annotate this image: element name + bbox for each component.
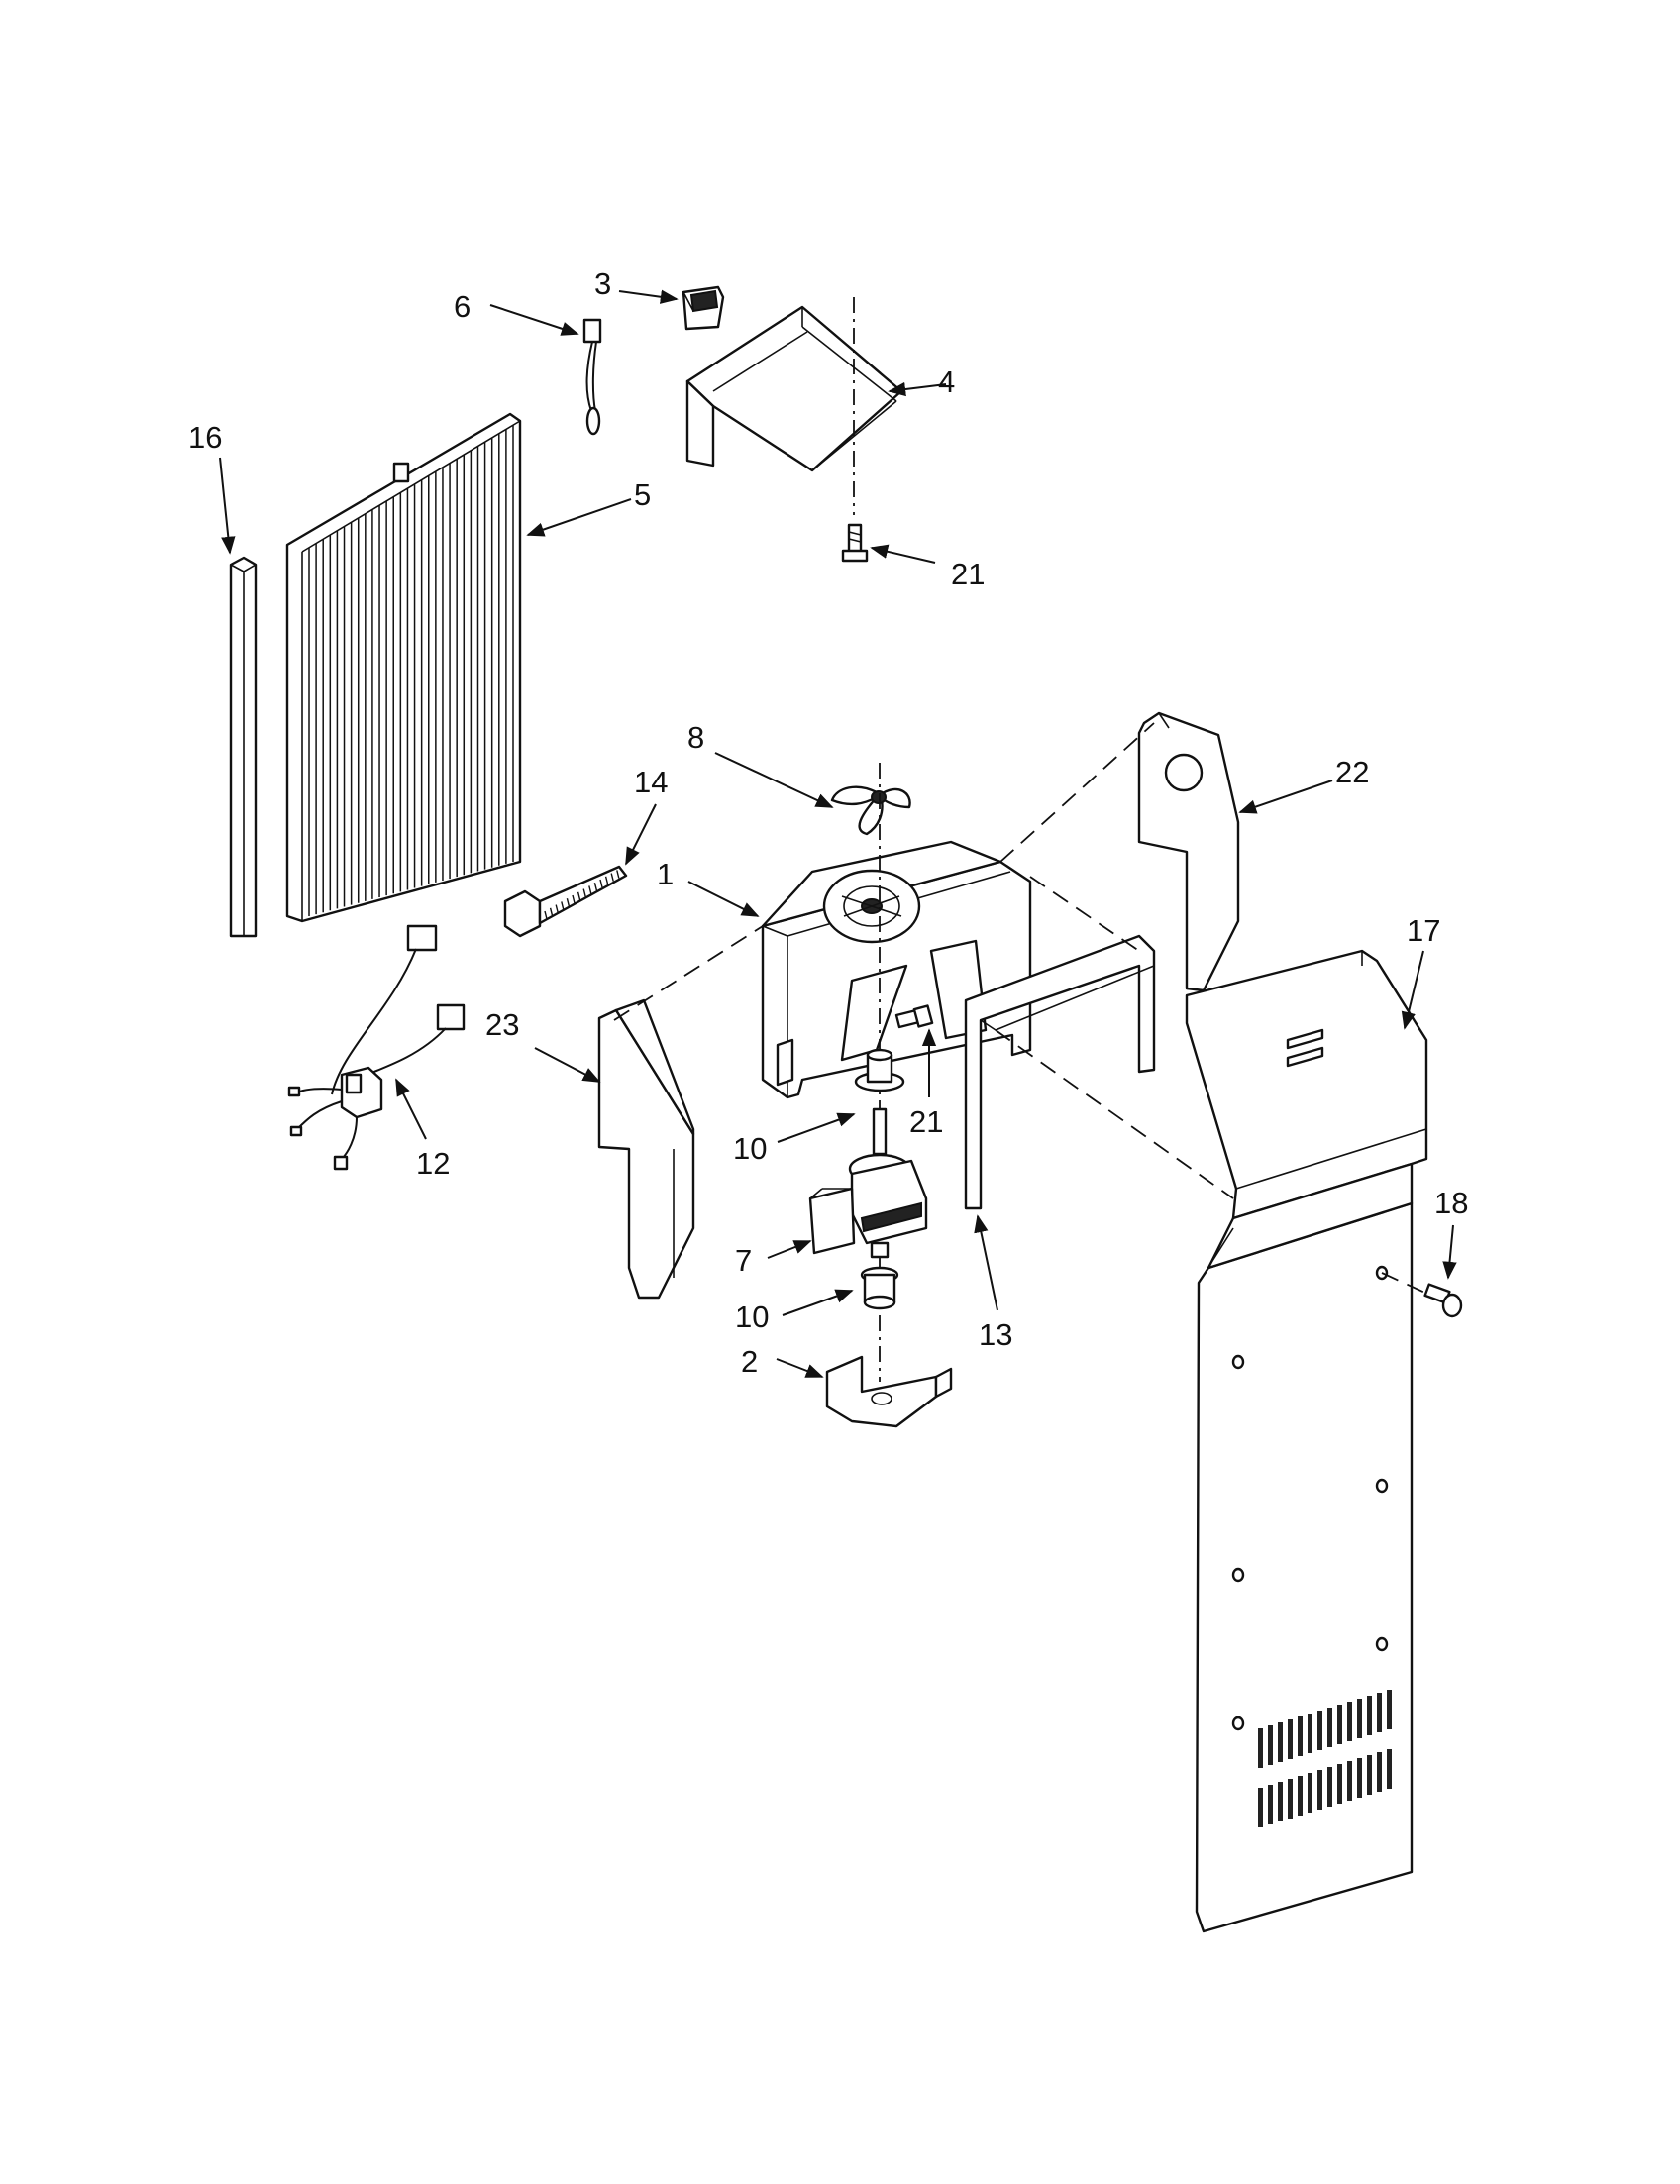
part-2-motor-bracket <box>825 1355 953 1428</box>
heater-tick <box>577 891 581 900</box>
vent-slot <box>1308 1773 1312 1813</box>
heater-tick <box>549 907 554 916</box>
callout-21-mid: 21 <box>909 1104 943 1139</box>
part-16-strip <box>229 556 258 938</box>
callout-7: 7 <box>735 1243 752 1278</box>
callout-21-upper: 21 <box>951 557 985 591</box>
part-10-grommet-lower <box>860 1266 899 1310</box>
heater-tick <box>593 883 598 891</box>
part-4-bracket <box>685 305 903 472</box>
heater-tick <box>544 910 548 920</box>
vent-slot <box>1357 1699 1362 1738</box>
part-13-frame <box>964 934 1156 1210</box>
panel-hole <box>1375 1636 1389 1652</box>
vent-slot <box>1298 1776 1303 1816</box>
vent-slot <box>1387 1749 1392 1789</box>
heater-tick <box>616 870 620 879</box>
vent-slot <box>1327 1708 1332 1747</box>
panel-hole <box>1231 1354 1245 1370</box>
vent-slot <box>1367 1755 1372 1795</box>
callout-22: 22 <box>1335 755 1369 789</box>
vent-slot <box>1347 1702 1352 1741</box>
callout-2: 2 <box>741 1344 758 1379</box>
heater-tick <box>599 879 603 888</box>
vent-slot <box>1258 1728 1263 1768</box>
part-6-sensor <box>582 318 602 436</box>
vent-slot <box>1367 1696 1372 1735</box>
callout-3: 3 <box>594 266 611 301</box>
vent-slot <box>1288 1719 1293 1759</box>
vent-slot <box>1347 1761 1352 1801</box>
heater-tick <box>566 898 571 907</box>
vent-slot <box>1377 1752 1382 1792</box>
part-5-evaporator-grille <box>285 412 522 923</box>
callout-14: 14 <box>634 765 668 799</box>
panel-hole <box>1375 1478 1389 1494</box>
heater-tick <box>561 901 565 910</box>
part-7-fan-motor <box>808 1107 928 1259</box>
callout-4: 4 <box>938 364 955 399</box>
leader-arrows <box>219 289 1457 1378</box>
part-21-screw-mid <box>894 1004 934 1029</box>
vent-slot <box>1337 1705 1342 1744</box>
vent-slot <box>1357 1758 1362 1798</box>
vent-slot <box>1308 1714 1312 1753</box>
callout-17: 17 <box>1407 913 1440 948</box>
vent-slot <box>1387 1690 1392 1729</box>
callout-16: 16 <box>188 420 222 455</box>
vent-slot <box>1268 1725 1273 1765</box>
vent-slot <box>1317 1711 1322 1750</box>
vent-slot <box>1377 1693 1382 1732</box>
part-23-side-panel <box>597 998 695 1300</box>
vent-slot <box>1327 1767 1332 1807</box>
part-14-heater <box>503 865 628 938</box>
vent-slot <box>1288 1779 1293 1819</box>
heater-tick <box>604 876 609 884</box>
part-22-side-panel <box>1137 711 1240 992</box>
heater-tick <box>588 885 592 894</box>
callout-5: 5 <box>634 477 651 512</box>
vent-slot <box>1298 1716 1303 1756</box>
part-17-rear-cover <box>1185 949 1428 1933</box>
part-18-screw <box>1381 1272 1463 1318</box>
panel-hole <box>1231 1567 1245 1583</box>
heater-tick <box>582 888 586 897</box>
panel-hole <box>1231 1716 1245 1731</box>
callout-23: 23 <box>485 1007 519 1042</box>
vent-slot <box>1258 1788 1263 1827</box>
heater-tick <box>555 904 559 913</box>
callout-1: 1 <box>657 857 674 891</box>
vent-slot <box>1317 1770 1322 1810</box>
part-8-fan-blade <box>830 785 911 836</box>
part-12-wire-harness <box>287 924 466 1171</box>
part-21-screw-upper <box>841 523 869 563</box>
callout-labels: 3 6 4 16 5 21 8 14 22 1 17 23 12 21 10 1… <box>188 266 1468 1379</box>
callout-18: 18 <box>1434 1186 1468 1220</box>
callout-12: 12 <box>416 1146 450 1181</box>
callout-10-upper: 10 <box>733 1131 767 1166</box>
part-3-block <box>682 285 725 331</box>
heater-tick <box>610 873 614 882</box>
heater-tick <box>572 894 576 904</box>
alignment-lines <box>613 722 1234 1199</box>
callout-6: 6 <box>454 289 471 324</box>
callout-8: 8 <box>687 720 704 755</box>
callout-10-lower: 10 <box>735 1300 769 1334</box>
part-10-grommet-upper <box>854 1048 905 1092</box>
vent-slot <box>1278 1722 1283 1762</box>
vent-slot <box>1278 1782 1283 1821</box>
vent-slot <box>1337 1764 1342 1804</box>
vent-slot <box>1268 1785 1273 1824</box>
callout-13: 13 <box>979 1317 1012 1352</box>
part-1-fan-housing <box>761 840 1032 1099</box>
